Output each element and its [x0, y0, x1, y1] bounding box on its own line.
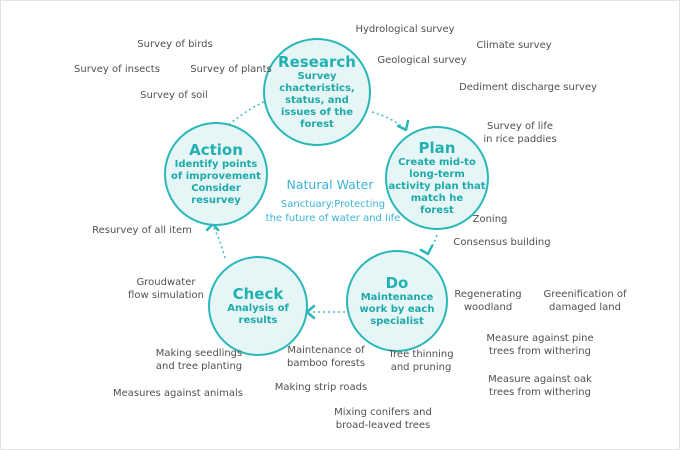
- plan-item: Consensus building: [453, 237, 551, 248]
- research-item: Geological survey: [377, 55, 467, 66]
- do-item: Measure against oak trees from withering: [488, 374, 592, 398]
- research-item: Survey of birds: [137, 39, 213, 50]
- do-item: Regenerating woodland: [454, 289, 522, 313]
- stage-research[interactable]: Research Survey chacteristics, status, a…: [263, 38, 371, 146]
- do-item: Measure against pine trees from witherin…: [486, 333, 594, 357]
- research-item: Survey of soil: [140, 90, 208, 101]
- do-item: Making strip roads: [274, 382, 368, 393]
- plan-item: Zoning: [472, 214, 508, 225]
- research-item: Survey of plants: [190, 64, 272, 75]
- research-item: Dediment discharge survey: [459, 82, 597, 93]
- stage-title: Research: [278, 53, 356, 71]
- arrow-plan-to-do: [427, 234, 438, 253]
- stage-description: Identify points of improvement Consider …: [171, 159, 261, 206]
- arrowhead-plan: [396, 119, 410, 132]
- stage-description: Maintenance work by each specialist: [359, 292, 435, 327]
- do-item: Greenification of damaged land: [543, 289, 627, 313]
- stage-title: Check: [232, 285, 284, 303]
- research-item: Survey of insects: [74, 64, 160, 75]
- check-item: Making seedlings and tree planting: [155, 348, 243, 372]
- research-item: Climate survey: [476, 40, 552, 51]
- arrowhead-check: [305, 304, 316, 320]
- research-item: Hydrological survey: [355, 24, 455, 35]
- arrowhead-do: [419, 244, 434, 256]
- do-item: Maintenance of bamboo forests: [286, 345, 365, 369]
- stage-plan[interactable]: Plan Create mid-to long-term activity pl…: [385, 126, 489, 230]
- stage-description: Survey chacteristics, status, and issues…: [279, 71, 355, 130]
- diagram-subtitle: Sanctuary:Protecting the future of water…: [265, 199, 401, 224]
- diagram-title: Natural Water: [286, 177, 374, 192]
- stage-title: Do: [385, 274, 409, 292]
- stage-do[interactable]: Do Maintenance work by each specialist: [346, 250, 448, 352]
- check-item: Groudwater flow simulation: [128, 277, 204, 301]
- stage-action[interactable]: Action Identify points of improvement Co…: [164, 122, 268, 226]
- stage-title: Action: [189, 141, 243, 159]
- check-item: Measures against animals: [112, 388, 244, 399]
- do-item: Tree thinning and pruning: [388, 349, 454, 373]
- stage-check[interactable]: Check Analysis of results: [208, 256, 308, 356]
- do-item: Mixing conifers and broad-leaved trees: [334, 407, 432, 431]
- plan-item: Survey of life in rice paddies: [483, 121, 557, 145]
- stage-description: Create mid-to long-term activity plan th…: [388, 157, 486, 216]
- action-item: Resurvey of all item: [92, 225, 192, 236]
- stage-title: Plan: [418, 139, 456, 157]
- arrow-check-to-action: [213, 227, 226, 259]
- stage-description: Analysis of results: [227, 303, 289, 326]
